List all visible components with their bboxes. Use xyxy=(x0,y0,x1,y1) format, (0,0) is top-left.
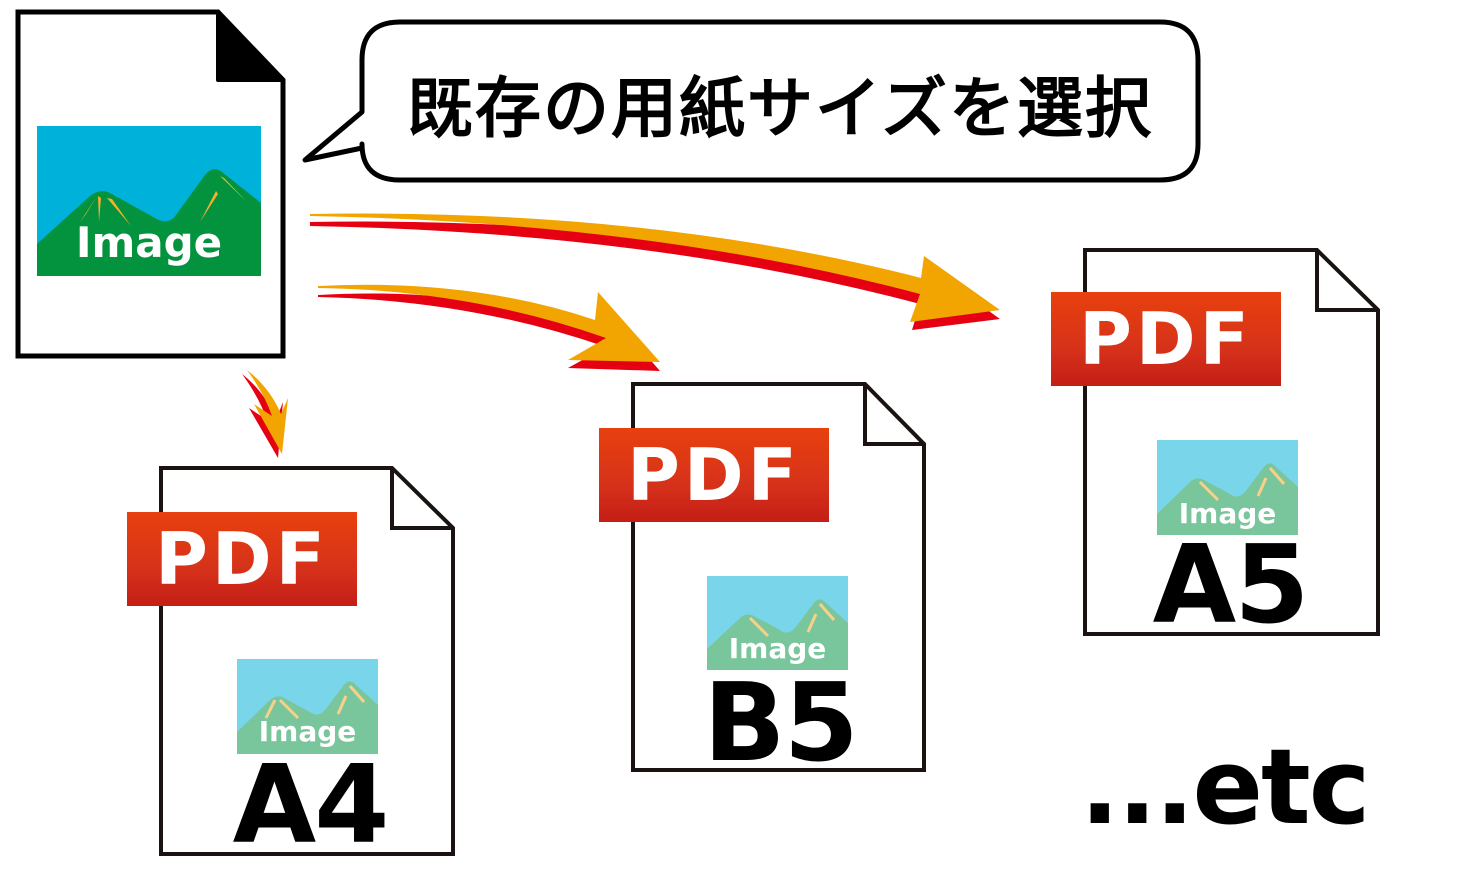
output-file-a5: PDF Image A5 xyxy=(1040,240,1390,640)
output-file-b5: PDF Image B5 xyxy=(590,370,940,780)
etc-label: ...etc xyxy=(1080,726,1370,848)
speech-bubble-text: 既存の用紙サイズを選択 xyxy=(406,70,1154,147)
image-thumbnail-label: Image xyxy=(258,715,357,748)
paper-size-label: A4 xyxy=(232,743,390,868)
paper-size-label: B5 xyxy=(703,661,858,786)
source-file-icon xyxy=(15,9,286,359)
output-file-a4: PDF Image A4 xyxy=(120,460,470,870)
arrow-to-a5-icon xyxy=(310,213,1000,330)
arrow-to-a4-icon xyxy=(242,370,288,458)
image-thumbnail-label: Image xyxy=(728,632,827,665)
pdf-badge: PDF xyxy=(599,428,829,522)
paper-size-label: A5 xyxy=(1152,523,1310,648)
image-thumbnail-label: Image xyxy=(1178,497,1277,530)
arrow-to-b5-icon xyxy=(318,284,660,371)
pdf-badge: PDF xyxy=(1051,292,1281,386)
source-image-file: Image xyxy=(0,0,300,370)
pdf-badge: PDF xyxy=(127,512,357,606)
source-image-label: Image xyxy=(75,218,223,267)
